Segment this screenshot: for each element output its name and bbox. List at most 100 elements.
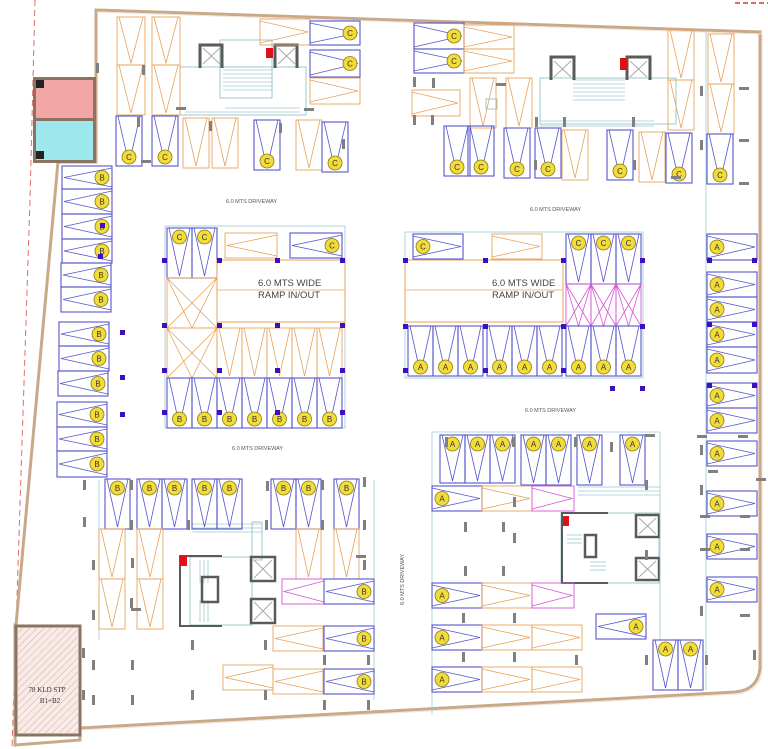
parking-slot-b: B <box>58 321 110 347</box>
svg-text:B: B <box>94 411 99 420</box>
parking-slot-c: C <box>309 20 361 46</box>
parking-slot-open <box>590 283 617 328</box>
slot-badge-c: C <box>446 28 462 44</box>
slot-badge-c: C <box>446 53 462 69</box>
slot-badge-c: C <box>197 229 212 245</box>
parking-slot-open <box>333 528 360 580</box>
column <box>561 368 566 373</box>
svg-text:A: A <box>439 634 445 643</box>
parking-slot-a: A <box>431 666 483 693</box>
parking-slot-c: C <box>606 129 634 181</box>
slot-badge-b: B <box>356 631 372 646</box>
svg-text:C: C <box>347 29 353 38</box>
column <box>633 160 636 170</box>
column <box>82 690 85 700</box>
svg-text:C: C <box>347 60 353 69</box>
parking-slot-c: C <box>706 133 734 185</box>
column <box>645 434 655 437</box>
column <box>130 520 133 530</box>
svg-text:A: A <box>601 363 607 372</box>
parking-slot-a: A <box>706 533 758 560</box>
parking-slot-a: A <box>576 434 603 486</box>
parking-slot-b: B <box>333 478 360 530</box>
shaft-icon <box>485 98 498 110</box>
ramp-label: 6.0 MTS WIDE <box>492 278 555 289</box>
parking-slot-b: B <box>270 478 297 530</box>
svg-text:A: A <box>497 363 503 372</box>
parking-slot-b: B <box>61 188 113 215</box>
parking-slot-open <box>272 625 324 652</box>
column <box>340 258 345 263</box>
column <box>130 598 133 608</box>
svg-text:A: A <box>714 417 720 426</box>
column <box>83 480 86 490</box>
parking-slot-a: A <box>511 325 538 377</box>
slot-badge-b: B <box>142 480 157 496</box>
svg-text:A: A <box>714 500 720 509</box>
parking-slot-open <box>481 624 533 651</box>
column <box>131 695 134 705</box>
parking-slot-open <box>222 664 274 691</box>
parking-slot-a: A <box>464 434 491 484</box>
driveway-label: 6.0 MTS DRIVEWAY <box>525 408 576 414</box>
column <box>640 386 645 391</box>
column <box>740 515 750 518</box>
driveway-labels: 6.0 MTS DRIVEWAY 6.0 MTS DRIVEWAY 6.0 MTS … <box>226 199 581 605</box>
svg-text:B: B <box>252 415 257 424</box>
svg-text:C: C <box>202 233 208 242</box>
parking-slot-c: C <box>565 233 592 285</box>
column <box>462 652 465 662</box>
driveway-label: 6.0 MTS DRIVEWAY <box>400 554 406 605</box>
column <box>753 650 756 660</box>
svg-text:B: B <box>361 678 366 687</box>
column <box>700 140 703 150</box>
slot-badge-b: B <box>90 376 106 391</box>
column <box>534 160 537 170</box>
column <box>162 410 167 415</box>
parking-slot-open <box>309 77 361 105</box>
parking-slot-open <box>136 578 164 630</box>
slot-badge-a: A <box>709 388 725 403</box>
slot-badge-b: B <box>91 326 107 342</box>
svg-text:C: C <box>451 57 457 66</box>
parking-slot-open <box>116 16 146 66</box>
svg-text:B: B <box>281 484 286 493</box>
svg-text:B: B <box>115 484 120 493</box>
column <box>120 375 125 380</box>
column <box>445 437 448 447</box>
svg-text:A: A <box>626 363 632 372</box>
parking-slot-c: C <box>413 48 465 74</box>
parking-slot-open <box>481 582 533 609</box>
parking-slot-a: A <box>439 434 466 484</box>
slot-badge-b: B <box>94 194 110 209</box>
slot-badge-a: A <box>709 239 725 255</box>
svg-text:A: A <box>714 243 720 252</box>
column <box>496 83 506 86</box>
column <box>645 480 648 490</box>
svg-text:C: C <box>617 167 623 176</box>
ramp-label: 6.0 MTS WIDE <box>258 278 321 289</box>
column <box>403 368 408 373</box>
svg-text:A: A <box>576 363 582 372</box>
fire-extinguisher-icon <box>266 48 273 58</box>
parking-slot-a: A <box>590 325 617 377</box>
svg-text:B: B <box>98 271 103 280</box>
slot-badge-a: A <box>683 641 698 657</box>
parking-slot-open <box>463 24 515 50</box>
column <box>707 258 712 263</box>
column <box>209 121 212 131</box>
parking-slot-open <box>136 528 164 580</box>
parking-slot-a: A <box>595 613 647 640</box>
parking-slot-a: A <box>706 440 758 467</box>
slot-badge-c: C <box>324 238 340 253</box>
svg-text:B: B <box>95 380 100 389</box>
fire-extinguisher-icon <box>563 516 569 526</box>
slot-badge-b: B <box>222 411 237 427</box>
driveway-label: 6.0 MTS DRIVEWAY <box>226 199 277 205</box>
parking-slot-b: B <box>61 238 113 264</box>
column <box>413 77 416 87</box>
svg-text:C: C <box>545 165 551 174</box>
stp-label: 78 KLD STP <box>29 686 66 694</box>
slot-badge-c: C <box>621 235 636 251</box>
